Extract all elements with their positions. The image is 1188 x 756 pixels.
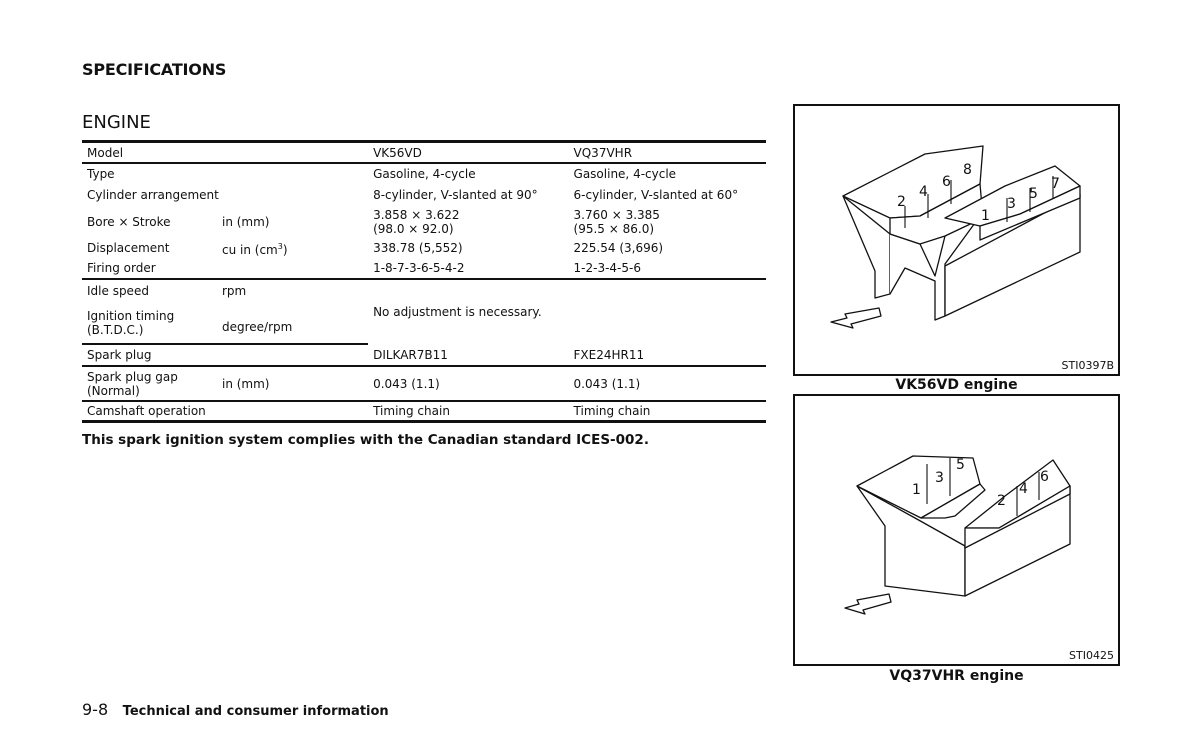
vk56vd-engine-diagram: 2 4 6 8 1 3 5 7 xyxy=(830,145,1081,329)
engine-specs-table: Model VK56VD VQ37VHR Type Gasoline, 4-cy… xyxy=(82,140,766,423)
table-row-firing-order: Firing order 1-8-7-3-6-5-4-2 1-2-3-4-5-6 xyxy=(82,258,766,280)
displacement-unit-prefix: cu in (cm xyxy=(221,242,278,257)
vk56vd-cyl-right-1: 1 xyxy=(981,208,990,224)
type-label: Type xyxy=(87,167,115,181)
table-row-cylinder: Cylinder arrangement 8-cylinder, V-slant… xyxy=(82,184,766,205)
vq37vhr-cyl-right-1: 2 xyxy=(997,493,1006,509)
firing-vk56vd: 1-8-7-3-6-5-4-2 xyxy=(368,258,569,280)
plug-vq37vhr: FXE24HR11 xyxy=(568,344,766,367)
bore-vq37vhr-mm: (95.5 × 86.0) xyxy=(573,221,655,236)
ices-compliance-note: This spark ignition system complies with… xyxy=(82,432,649,448)
bore-vk56vd-mm: (98.0 × 92.0) xyxy=(373,221,454,236)
header-vq37vhr: VQ37VHR xyxy=(568,141,766,164)
vq37vhr-front-arrow-icon xyxy=(844,593,892,615)
table-row-idle-speed: Idle speed rpm No adjustment is necessar… xyxy=(82,279,766,319)
vk56vd-figure-caption: VK56VD engine xyxy=(895,377,1018,393)
vq37vhr-engine-figure: 1 3 5 2 4 6 STI0425 xyxy=(793,394,1120,666)
footer-chapter-title: Technical and consumer information xyxy=(122,704,389,719)
vk56vd-cylinder-numbers: 2 4 6 8 1 3 5 7 xyxy=(897,162,1060,224)
vk56vd-front-arrow-icon xyxy=(830,307,882,329)
timing-label: Ignition timing (B.T.D.C.) xyxy=(82,302,217,345)
table-row-spark-plug: Spark plug DILKAR7B11 FXE24HR11 xyxy=(82,344,766,367)
vk56vd-cylinder-dividers xyxy=(904,176,1054,228)
vq37vhr-figure-caption: VQ37VHR engine xyxy=(889,668,1024,684)
engine-subsection-title: ENGINE xyxy=(82,112,151,133)
type-vq37vhr: Gasoline, 4-cycle xyxy=(573,167,677,181)
displacement-label: Displacement xyxy=(87,241,170,255)
table-row-plug-gap: Spark plug gap (Normal) in (mm) 0.043 (1… xyxy=(82,366,766,402)
vq37vhr-right-bank-side xyxy=(964,485,1071,549)
vk56vd-cyl-right-4: 7 xyxy=(1051,176,1060,192)
vk56vd-block-left-face xyxy=(842,195,891,299)
displacement-vk56vd: 338.78 (5,552) xyxy=(373,241,463,255)
vk56vd-cyl-right-3: 5 xyxy=(1029,186,1038,202)
vq37vhr-left-bank-side xyxy=(920,483,986,519)
header-vk56vd: VK56VD xyxy=(368,141,569,164)
camshaft-label: Camshaft operation xyxy=(87,404,206,418)
firing-label: Firing order xyxy=(82,258,369,280)
bore-vq37vhr: 3.760 × 3.385 (95.5 × 86.0) xyxy=(569,205,766,238)
table-row-displacement: Displacement cu in (cm3) 338.78 (5,552) … xyxy=(82,238,766,258)
no-adjustment-note: No adjustment is necessary. xyxy=(373,305,542,319)
idle-unit: rpm xyxy=(221,284,247,298)
vk56vd-engine-figure: 2 4 6 8 1 3 5 7 STI0397B xyxy=(793,104,1120,376)
cylinder-label: Cylinder arrangement xyxy=(87,187,219,202)
bore-vk56vd: 3.858 × 3.622 (98.0 × 92.0) xyxy=(368,205,568,238)
bore-vq37vhr-inch: 3.760 × 3.385 xyxy=(573,207,660,222)
displacement-vq37vhr: 225.54 (3,696) xyxy=(573,241,664,255)
camshaft-vq37vhr: Timing chain xyxy=(573,404,651,418)
vk56vd-figure-code: STI0397B xyxy=(1061,359,1115,372)
displacement-unit-sup: 3 xyxy=(277,241,283,251)
vq37vhr-cyl-left-2: 3 xyxy=(935,470,944,486)
vq37vhr-cylinder-dividers xyxy=(926,458,1040,516)
gap-vq37vhr: 0.043 (1.1) xyxy=(568,366,766,402)
vk56vd-left-bank-side xyxy=(889,183,984,245)
page-number: 9-8 xyxy=(82,700,109,719)
timing-label-line1: Ignition timing xyxy=(87,308,175,323)
vq37vhr-left-bank-top xyxy=(856,455,981,519)
vq37vhr-cyl-left-1: 1 xyxy=(912,482,921,498)
displacement-unit: cu in (cm3) xyxy=(217,238,368,258)
bore-label: Bore × Stroke xyxy=(87,214,171,229)
timing-label-line2: (B.T.D.C.) xyxy=(87,322,144,337)
table-row-ignition-timing: Ignition timing (B.T.D.C.) degree/rpm xyxy=(82,302,766,345)
vq37vhr-cyl-right-2: 4 xyxy=(1019,481,1028,497)
vk56vd-block-front-face xyxy=(944,193,1081,317)
vk56vd-cyl-left-4: 8 xyxy=(963,162,972,178)
vk56vd-right-bank-side xyxy=(979,185,1081,241)
page-footer: 9-8 Technical and consumer information xyxy=(82,700,389,719)
vk56vd-cyl-left-1: 2 xyxy=(897,194,906,210)
vk56vd-cyl-left-2: 4 xyxy=(919,184,928,200)
displacement-unit-suffix: ) xyxy=(282,242,288,257)
vq37vhr-figure-code: STI0425 xyxy=(1069,649,1114,662)
table-row-type: Type Gasoline, 4-cycle Gasoline, 4-cycle xyxy=(82,163,766,184)
vq37vhr-cylinder-numbers: 1 3 5 2 4 6 xyxy=(912,457,1049,509)
vq37vhr-engine-diagram: 1 3 5 2 4 6 xyxy=(844,455,1071,615)
cylinder-vq37vhr: 6-cylinder, V-slanted at 60° xyxy=(573,187,739,202)
gap-label-line2: (Normal) xyxy=(87,383,140,398)
camshaft-vk56vd: Timing chain xyxy=(373,404,450,418)
firing-vq37vhr: 1-2-3-4-5-6 xyxy=(568,258,766,280)
bore-unit: in (mm) xyxy=(221,214,270,229)
vq37vhr-cyl-right-3: 6 xyxy=(1040,469,1049,485)
table-row-camshaft: Camshaft operation Timing chain Timing c… xyxy=(82,401,766,422)
header-model-label: Model xyxy=(82,141,369,164)
gap-label: Spark plug gap (Normal) xyxy=(82,366,217,402)
vq37vhr-cyl-left-3: 5 xyxy=(956,457,965,473)
cylinder-vk56vd: 8-cylinder, V-slanted at 90° xyxy=(373,187,538,202)
table-header-row: Model VK56VD VQ37VHR xyxy=(82,141,766,164)
gap-vk56vd: 0.043 (1.1) xyxy=(368,366,569,402)
table-row-bore-stroke: Bore × Stroke in (mm) 3.858 × 3.622 (98.… xyxy=(82,205,766,238)
gap-unit: in (mm) xyxy=(216,366,369,402)
idle-label: Idle speed xyxy=(87,284,149,298)
bore-vk56vd-inch: 3.858 × 3.622 xyxy=(373,207,460,222)
timing-unit: degree/rpm xyxy=(216,302,369,345)
plug-label: Spark plug xyxy=(82,344,369,367)
vk56vd-cyl-left-3: 6 xyxy=(942,174,951,190)
vk56vd-cyl-right-2: 3 xyxy=(1007,196,1016,212)
gap-label-line1: Spark plug gap xyxy=(87,369,178,384)
type-vk56vd: Gasoline, 4-cycle xyxy=(373,167,476,181)
plug-vk56vd: DILKAR7B11 xyxy=(368,344,569,367)
page-section-title: SPECIFICATIONS xyxy=(82,60,227,79)
